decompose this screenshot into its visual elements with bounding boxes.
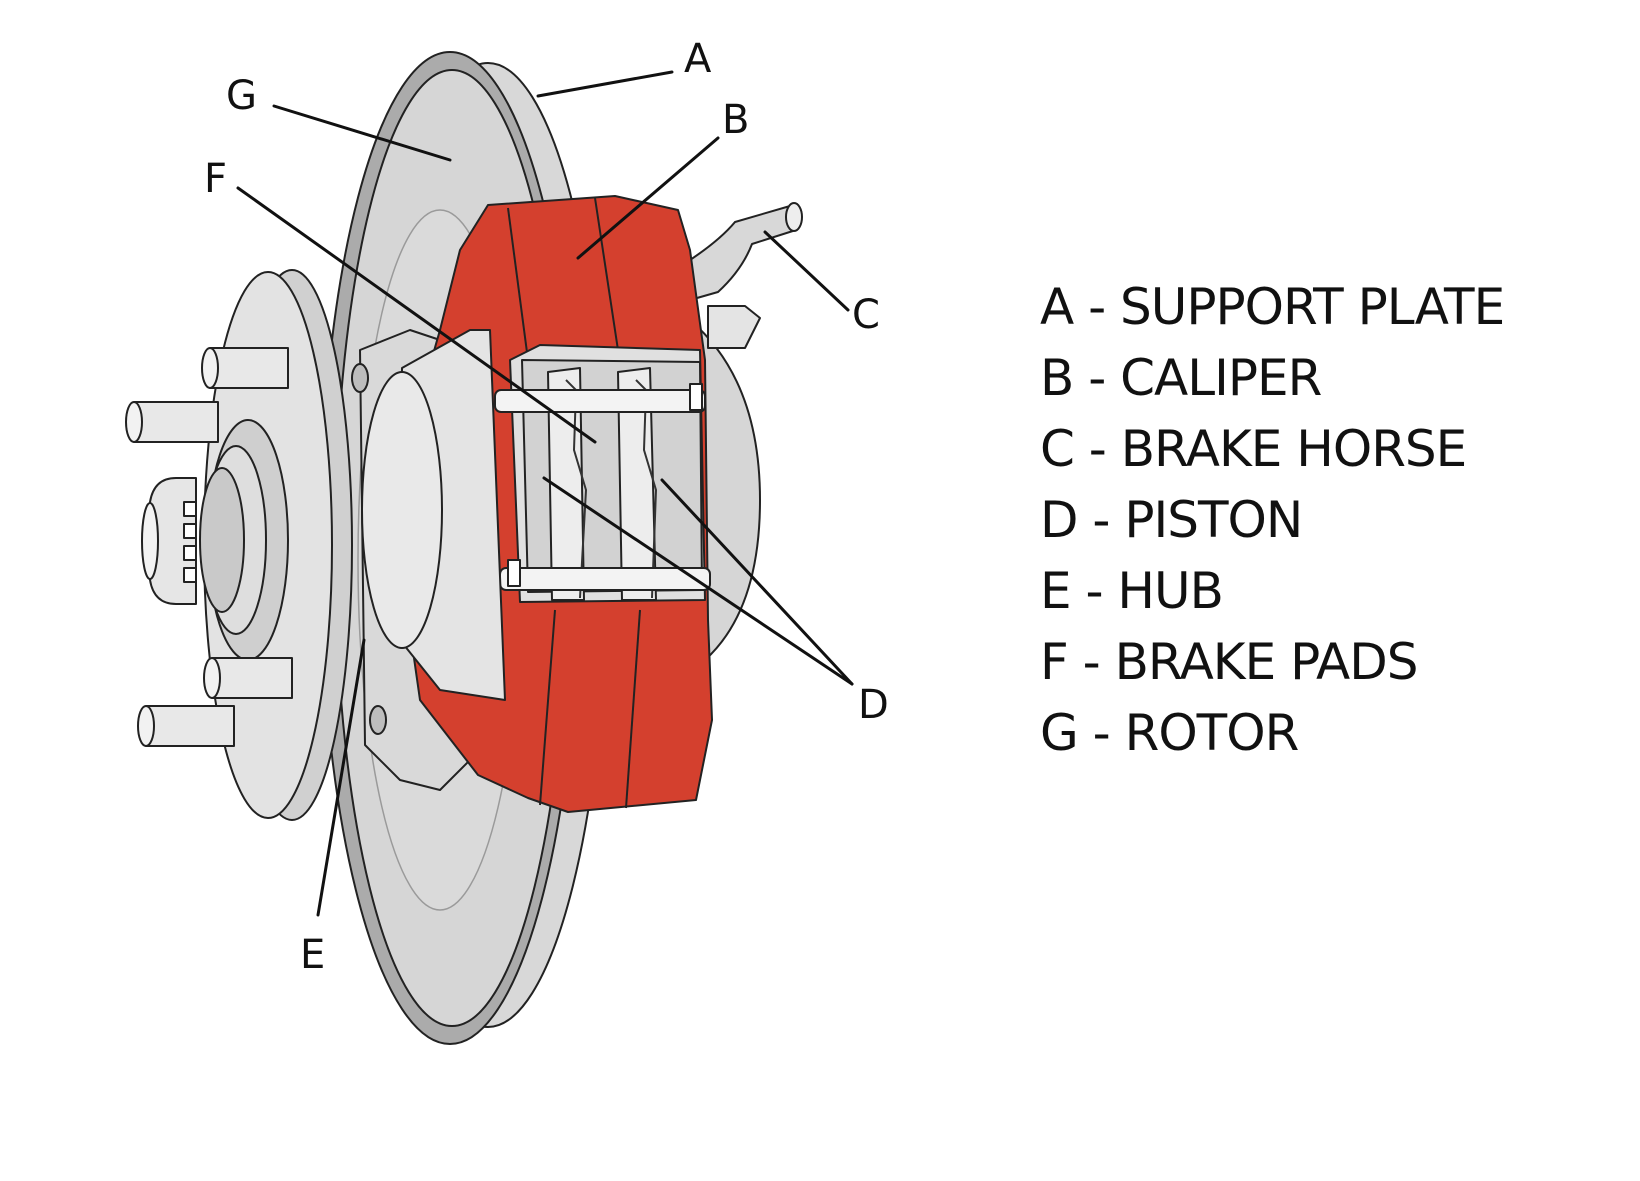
callout-c: C — [852, 292, 880, 338]
wheel-stud — [137, 705, 235, 747]
legend-item-d: D - PISTON — [1040, 491, 1303, 549]
hub-bearing-cap — [361, 329, 506, 701]
legend-item-f: F - BRAKE PADS — [1040, 633, 1418, 691]
leader-g — [272, 104, 452, 162]
legend-item-a: A - SUPPORT PLATE — [1040, 278, 1505, 336]
leader-c — [763, 230, 850, 312]
hub-nut — [141, 477, 197, 605]
legend-item-c: C - BRAKE HORSE — [1040, 420, 1467, 478]
callout-letters: A B C D E F G — [204, 36, 889, 978]
brake-hose — [689, 202, 803, 349]
leader-lines — [236, 70, 854, 917]
wheel-stud — [203, 657, 293, 699]
leader-f — [236, 186, 597, 444]
leader-d-1 — [542, 476, 854, 686]
callout-b: B — [722, 97, 749, 143]
legend: A - SUPPORT PLATE B - CALIPER C - BRAKE … — [1040, 272, 1620, 769]
wheel-stud — [201, 347, 289, 389]
wheel-studs — [125, 347, 293, 747]
legend-item-e: E - HUB — [1040, 562, 1224, 620]
callout-g: G — [226, 73, 257, 119]
legend-item-b: B - CALIPER — [1040, 349, 1322, 407]
callout-a: A — [684, 36, 712, 82]
leader-a — [536, 70, 674, 98]
leader-b — [576, 136, 720, 260]
leader-e — [316, 638, 366, 917]
caliper-window — [509, 344, 706, 603]
callout-e: E — [300, 932, 325, 978]
pistons — [494, 383, 711, 591]
callout-d: D — [858, 682, 889, 728]
legend-item-g: G - ROTOR — [1040, 704, 1299, 762]
callout-f: F — [204, 156, 227, 202]
leader-d-2 — [660, 478, 854, 686]
wheel-stud — [125, 401, 219, 443]
